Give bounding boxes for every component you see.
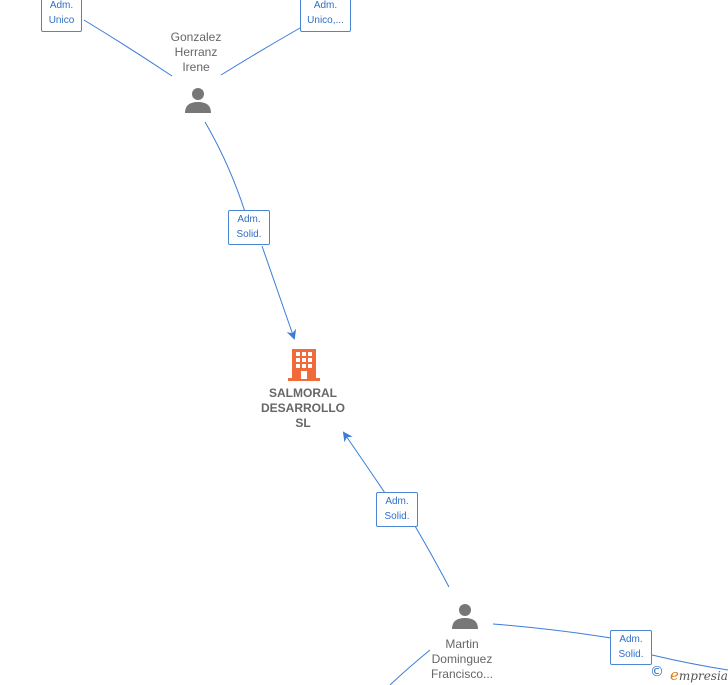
edge-line-3b	[261, 245, 297, 340]
edge-label-adm-unico-more[interactable]: Adm. Unico,...	[300, 0, 351, 32]
edge-line-1	[83, 19, 173, 77]
person-name-gonzalez[interactable]: Gonzalez Herranz Irene	[170, 30, 222, 74]
person-icon[interactable]	[183, 85, 213, 115]
person-icon[interactable]	[450, 601, 480, 631]
copyright-symbol: ©	[650, 664, 664, 680]
edge-line-4a	[414, 525, 450, 588]
brand-name: empresia	[670, 666, 728, 684]
edge-line-6	[389, 649, 431, 685]
edge-line-4b	[342, 431, 386, 494]
company-name[interactable]: SALMORAL DESARROLLO SL	[261, 386, 345, 430]
edge-line-2	[220, 27, 301, 76]
edge-label-adm-unico[interactable]: Adm. Unico	[41, 0, 82, 32]
empresia-logo: © empresia	[650, 664, 728, 684]
edge-line-5a	[492, 623, 612, 639]
edge-line-5b	[651, 654, 728, 671]
person-name-martin[interactable]: Martin Dominguez Francisco...	[430, 637, 493, 681]
edge-label-adm-solid-right[interactable]: Adm. Solid.	[610, 630, 652, 665]
brand-initial: e	[670, 666, 679, 684]
edge-line-3a	[204, 121, 246, 213]
edge-label-adm-solid-top[interactable]: Adm. Solid.	[228, 210, 270, 245]
building-icon[interactable]	[288, 347, 320, 381]
edge-label-adm-solid-middle[interactable]: Adm. Solid.	[376, 492, 418, 527]
brand-rest: mpresia	[678, 669, 728, 683]
